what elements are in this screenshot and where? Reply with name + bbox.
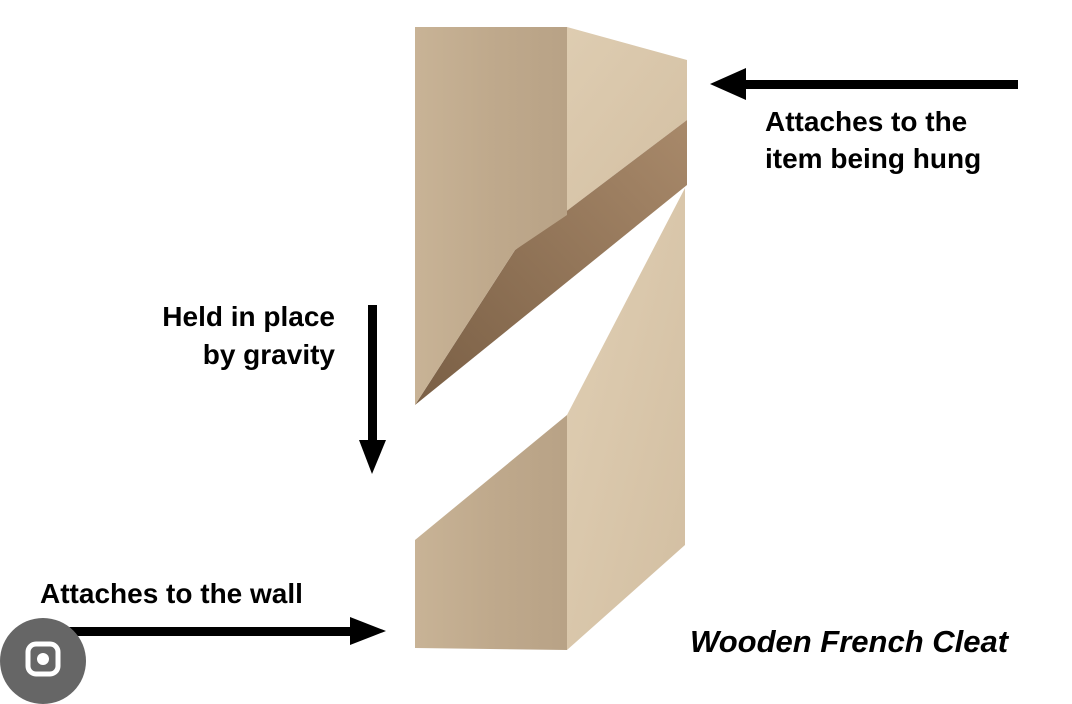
french-cleat-illustration bbox=[48, 27, 1018, 650]
label-gravity-line1: Held in place bbox=[162, 301, 335, 332]
diagram-title: Wooden French Cleat bbox=[690, 624, 1009, 659]
lower-cleat-front bbox=[415, 415, 567, 650]
upper-cleat bbox=[415, 27, 687, 405]
lower-cleat bbox=[415, 188, 685, 650]
arrow-wall bbox=[48, 617, 386, 645]
google-lens-icon[interactable] bbox=[0, 618, 86, 704]
lower-cleat-side bbox=[567, 188, 685, 650]
arrow-gravity bbox=[359, 305, 386, 474]
label-item-line2: item being hung bbox=[765, 143, 982, 174]
upper-cleat-side bbox=[515, 27, 687, 250]
label-wall: Attaches to the wall bbox=[40, 578, 303, 609]
arrow-item bbox=[710, 68, 1018, 100]
label-gravity-line2: by gravity bbox=[202, 339, 335, 370]
upper-cleat-bevel bbox=[415, 120, 687, 405]
upper-cleat-front bbox=[415, 27, 567, 405]
label-item-line1: Attaches to the bbox=[765, 106, 968, 137]
